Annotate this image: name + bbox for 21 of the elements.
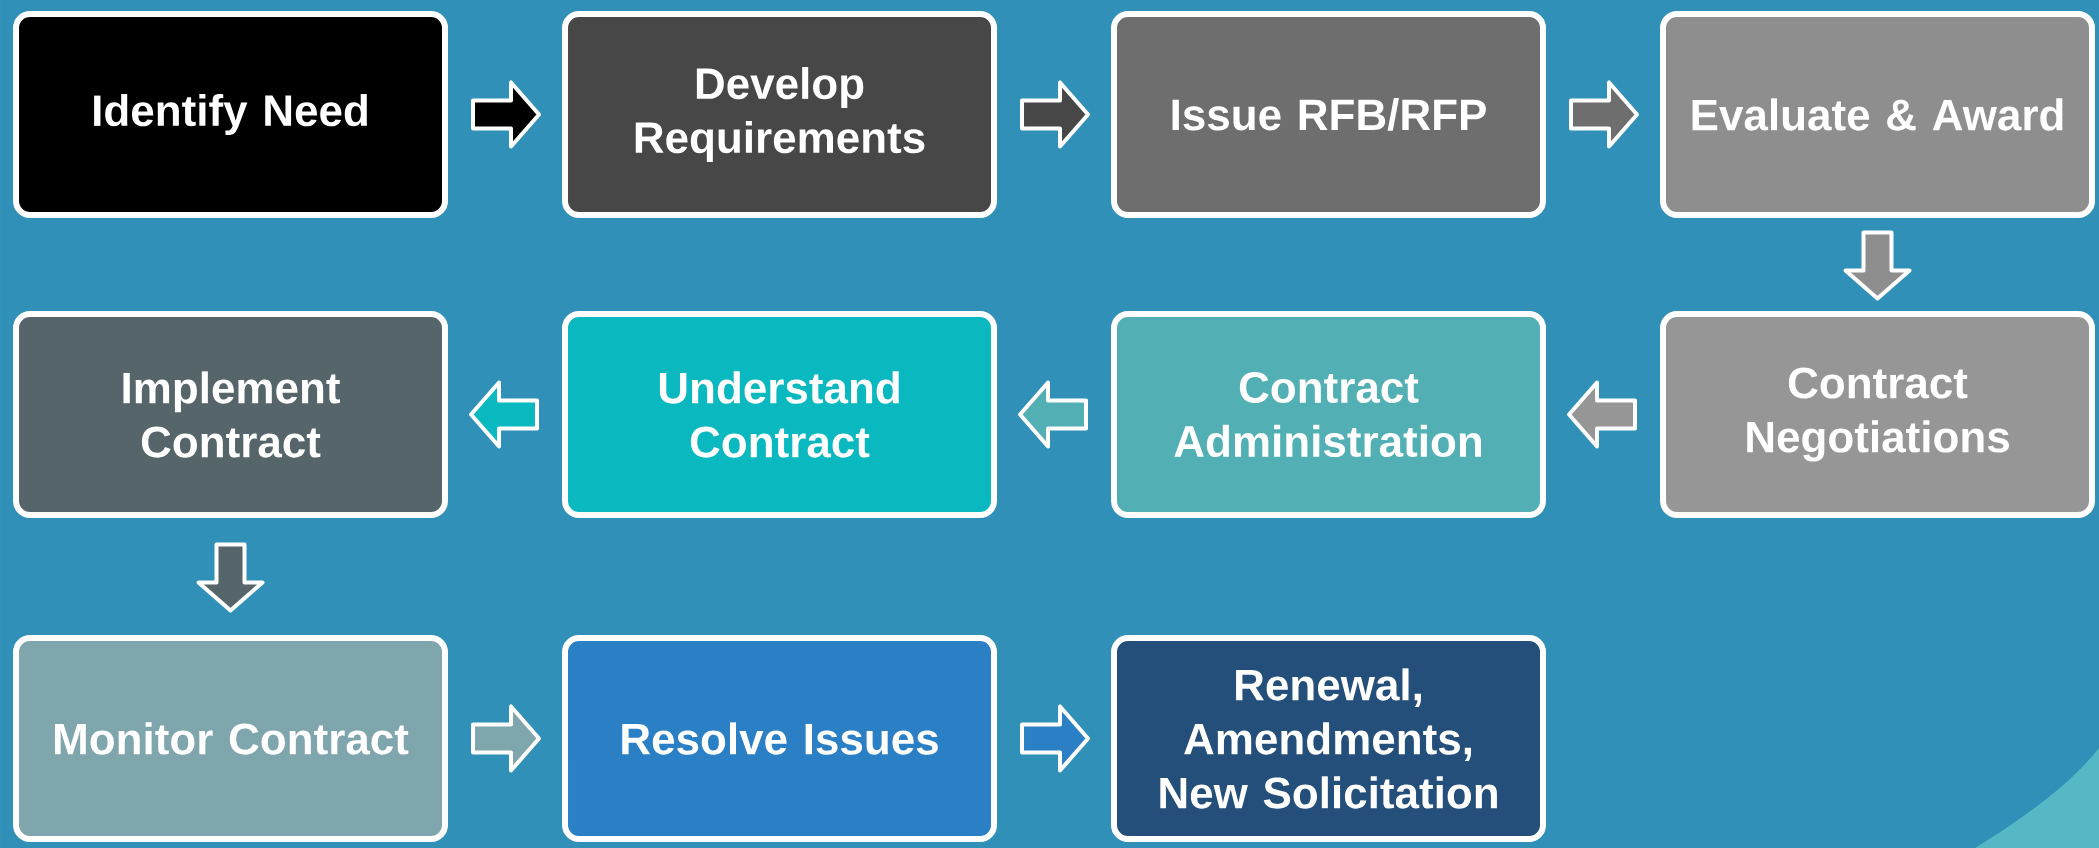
block-arrow [1018, 380, 1088, 449]
block-arrow [1569, 80, 1639, 149]
process-box: Resolve Issues [562, 635, 997, 842]
process-box: Issue RFB/RFP [1111, 11, 1546, 218]
process-box: Implement Contract [13, 311, 448, 518]
block-arrow [1020, 704, 1090, 773]
process-box: Contract Negotiations [1660, 311, 2095, 518]
block-arrow [469, 380, 539, 449]
process-box: Renewal, Amendments, New Solicitation [1111, 635, 1546, 842]
block-arrow [471, 704, 541, 773]
process-box: Contract Administration [1111, 311, 1546, 518]
block-arrow [196, 542, 265, 613]
block-arrow [1843, 230, 1912, 301]
block-arrow [1567, 380, 1637, 449]
process-box: Identify Need [13, 11, 448, 218]
block-arrow [1020, 80, 1090, 149]
process-box: Evaluate & Award [1660, 11, 2095, 218]
block-arrow [471, 80, 541, 149]
process-box: Monitor Contract [13, 635, 448, 842]
process-box: Understand Contract [562, 311, 997, 518]
process-box: Develop Requirements [562, 11, 997, 218]
